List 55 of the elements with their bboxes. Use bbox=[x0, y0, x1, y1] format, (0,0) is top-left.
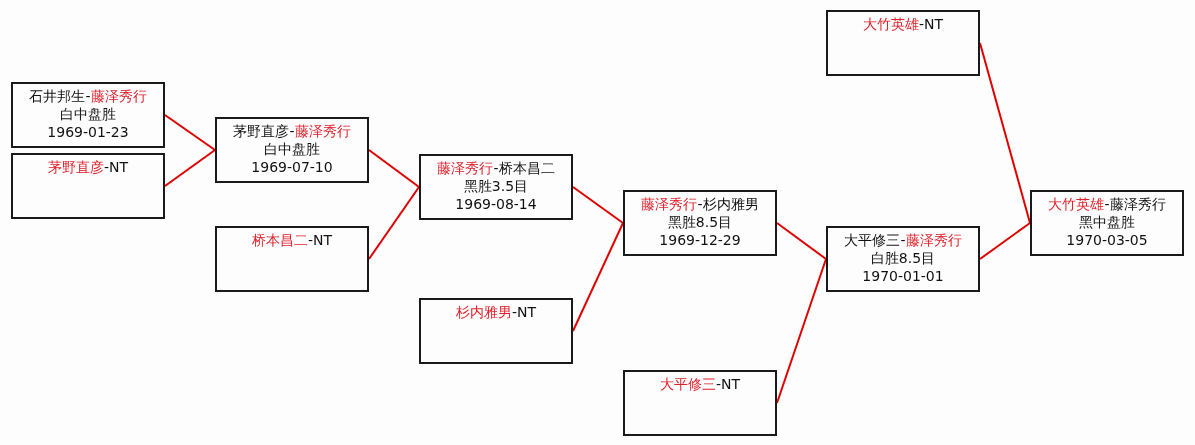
winner-name: 藤泽秀行 bbox=[294, 122, 351, 140]
game-result: 白中盘胜 bbox=[60, 105, 116, 123]
connector-line bbox=[776, 258, 827, 404]
game-date: 1970-01-01 bbox=[862, 267, 944, 285]
player-name: -桥本昌二 bbox=[493, 159, 555, 177]
match-box bbox=[623, 190, 777, 256]
game-result: 黑中盘胜 bbox=[1079, 213, 1135, 231]
winner-name: 藤泽秀行 bbox=[905, 231, 962, 249]
match-box bbox=[11, 153, 165, 219]
connector-line bbox=[572, 222, 624, 332]
game-date: 1969-07-10 bbox=[251, 158, 333, 176]
match-box bbox=[419, 298, 573, 364]
player-name: -NT bbox=[918, 15, 944, 33]
game-result: 黑胜8.5目 bbox=[667, 213, 733, 231]
player-name: -杉内雅男 bbox=[697, 195, 759, 213]
connector-line bbox=[368, 186, 420, 260]
game-result: 白中盘胜 bbox=[264, 140, 320, 158]
winner-name: 茅野直彦 bbox=[47, 158, 104, 176]
player-name: -NT bbox=[103, 158, 129, 176]
player-name: 大平修三- bbox=[844, 231, 906, 249]
connector-line bbox=[979, 222, 1031, 260]
match-box bbox=[419, 154, 573, 220]
winner-name: 藤泽秀行 bbox=[641, 195, 698, 213]
player-name: 石井邦生- bbox=[29, 87, 91, 105]
match-box bbox=[826, 10, 980, 76]
player-name: -NT bbox=[307, 231, 333, 249]
game-result: 黑胜3.5目 bbox=[463, 177, 529, 195]
match-box bbox=[826, 226, 980, 292]
game-result: 白胜8.5目 bbox=[870, 249, 936, 267]
match-box bbox=[215, 117, 369, 183]
connector-line bbox=[572, 186, 624, 224]
player-name: -NT bbox=[715, 375, 741, 393]
game-date: 1970-03-05 bbox=[1066, 231, 1148, 249]
winner-name: 大竹英雄 bbox=[1048, 195, 1105, 213]
game-date: 1969-12-29 bbox=[659, 231, 741, 249]
match-box bbox=[1030, 190, 1184, 256]
player-name: -藤泽秀行 bbox=[1104, 195, 1166, 213]
winner-name: 藤泽秀行 bbox=[437, 159, 494, 177]
match-box bbox=[623, 370, 777, 436]
match-box bbox=[11, 82, 165, 148]
game-date: 1969-08-14 bbox=[455, 195, 537, 213]
game-date: 1969-01-23 bbox=[47, 123, 129, 141]
winner-name: 藤泽秀行 bbox=[90, 87, 147, 105]
connector-line bbox=[164, 149, 216, 187]
connector-line bbox=[368, 149, 420, 188]
winner-name: 大竹英雄 bbox=[862, 15, 919, 33]
winner-name: 桥本昌二 bbox=[251, 231, 308, 249]
connector-line bbox=[979, 42, 1031, 224]
connector-line bbox=[164, 114, 216, 151]
player-name: -NT bbox=[511, 303, 537, 321]
connector-line bbox=[776, 222, 827, 260]
winner-name: 杉内雅男 bbox=[455, 303, 512, 321]
winner-name: 大平修三 bbox=[659, 375, 716, 393]
match-box bbox=[215, 226, 369, 292]
player-name: 茅野直彦- bbox=[233, 122, 295, 140]
